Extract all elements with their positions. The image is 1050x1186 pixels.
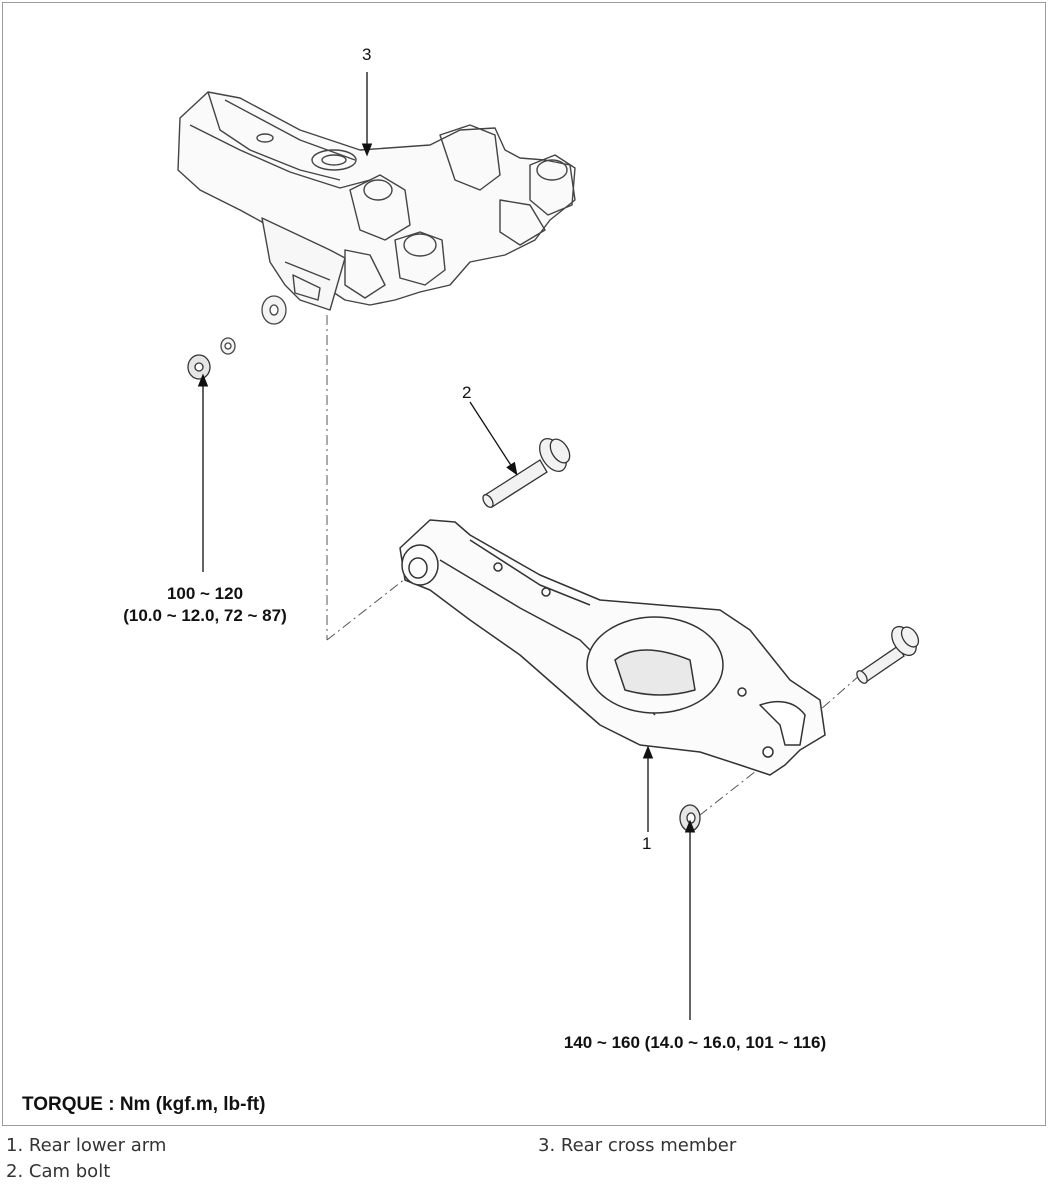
legend-item-cam-bolt: 2. Cam bolt: [6, 1161, 111, 1182]
exploded-view-drawing: [177, 72, 920, 1020]
washers: [220, 295, 287, 355]
legend-item-rear-cross-member: 3. Rear cross member: [538, 1135, 737, 1156]
flange-nut-upper: [187, 354, 211, 380]
torque-spec-upper-alt: (10.0 ~ 12.0, 72 ~ 87): [123, 606, 287, 625]
cam-bolt: [482, 438, 571, 508]
diagram-frame: [2, 2, 1046, 1126]
leader-arrows: [197, 72, 696, 1020]
flange-bolt: [856, 625, 920, 684]
rear-cross-member: [177, 91, 576, 311]
callout-2: 2: [462, 383, 472, 402]
rear-lower-arm: [399, 519, 826, 776]
callout-1: 1: [642, 834, 652, 853]
legend-item-rear-lower-arm: 1. Rear lower arm: [6, 1135, 167, 1156]
torque-spec-upper-nm: 100 ~ 120: [166, 584, 244, 603]
torque-spec-upper: 100 ~ 120 (10.0 ~ 12.0, 72 ~ 87): [100, 583, 310, 627]
callout-3: 3: [362, 45, 372, 64]
torque-spec-lower: 140 ~ 160 (14.0 ~ 16.0, 101 ~ 116): [563, 1033, 827, 1052]
torque-units-note: TORQUE : Nm (kgf.m, lb-ft): [22, 1094, 266, 1115]
